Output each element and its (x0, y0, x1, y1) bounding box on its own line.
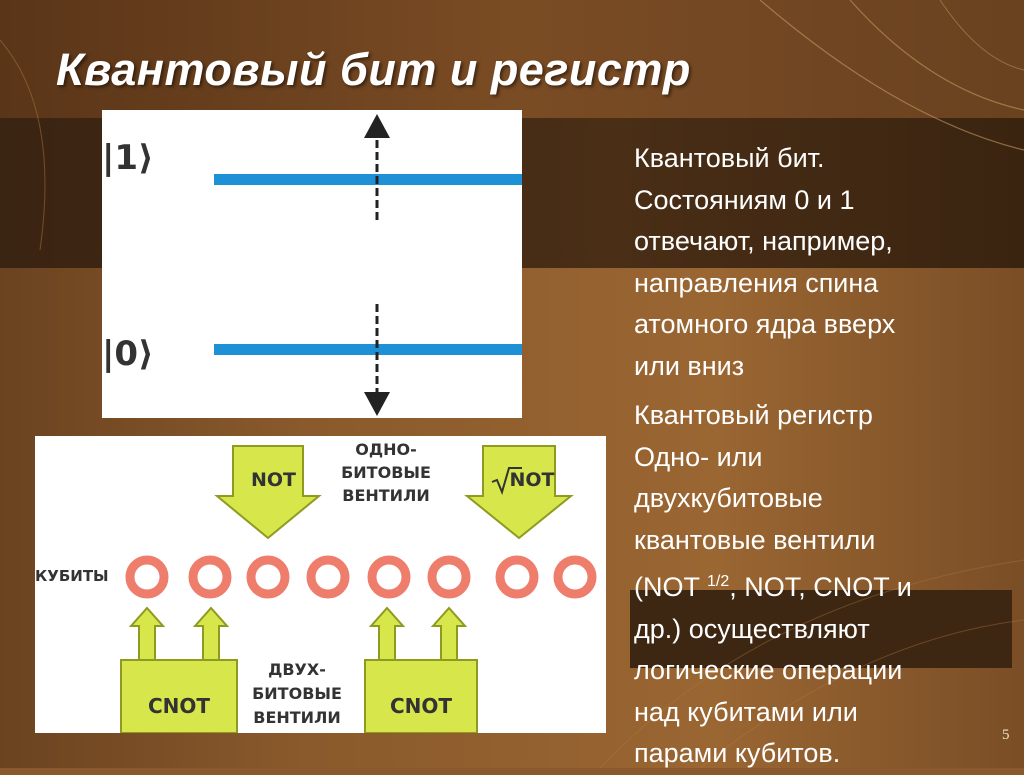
state-zero-label: |0⟩ (102, 334, 154, 374)
body-line: отвечают, например, (634, 226, 893, 256)
sqrt-symbol (491, 467, 522, 495)
body-line: Состояниям 0 и 1 (634, 184, 855, 215)
title-band (0, 0, 1024, 118)
dark-accent-band (630, 590, 1012, 668)
body-line: Квантовый регистр (634, 400, 873, 430)
body-line: двухкубитовые (634, 483, 823, 513)
not-gate-arrow-1 (214, 445, 322, 540)
sqrt-not-gate-arrow (464, 445, 574, 540)
energy-levels-svg (214, 114, 522, 416)
paragraph-qubit: Квантовый бит. Состояниям 0 и 1 отвечают… (634, 138, 1014, 387)
body-line: атомного ядра вверх (634, 309, 896, 339)
body-line: Квантовый бит. (634, 143, 825, 173)
two-gate-caption-line3: ВЕНТИЛИ (253, 708, 341, 727)
superscript-half: 1/2 (707, 573, 730, 590)
qubit-levels-figure: |1⟩ |0⟩ (102, 110, 522, 418)
two-gate-caption-line2: БИТОВЫЕ (252, 684, 342, 703)
line-prefix: (NOT (634, 572, 707, 602)
not-gate-label-1: NOT (251, 469, 297, 491)
register-svg (120, 445, 597, 733)
body-line: др.) осуществляют (634, 613, 870, 644)
body-line: над кубитами или (634, 696, 858, 727)
cnot-label-2: CNOT (389, 694, 453, 718)
cnot-label-1: CNOT (147, 694, 211, 718)
paragraph-register: Квантовый регистр Одно- или двухкубитовы… (634, 395, 1014, 775)
spin-up-arrow (364, 114, 390, 222)
slide-title: Квантовый бит и регистр (56, 44, 691, 95)
cnot-gate-2 (364, 606, 478, 733)
two-gate-caption-line1: ДВУХ- (268, 660, 326, 679)
single-gate-caption-line3: ВЕНТИЛИ (342, 486, 430, 505)
line-suffix: , NOT, CNOT и (729, 572, 912, 602)
cnot-gate-1 (120, 606, 238, 733)
body-line: Одно- или (634, 441, 763, 472)
body-line: или вниз (634, 350, 745, 381)
body-line: квантовые вентили (634, 524, 876, 555)
slide-number: 5 (1002, 727, 1010, 743)
qubits-label: КУБИТЫ (35, 567, 109, 585)
body-line: логические операции (634, 655, 903, 685)
single-gate-caption: ОДНО- БИТОВЫЕ ВЕНТИЛИ (341, 438, 431, 507)
body-line: направления спина (634, 267, 879, 298)
qubit-rings (125, 555, 597, 599)
not-gate-label-2: NOT (509, 469, 555, 491)
upper-level-line (214, 174, 522, 185)
quantum-register-figure: NOT NOT ОДНО- БИТОВЫЕ ВЕНТИЛИ КУБИТЫ CNO… (35, 436, 606, 733)
single-gate-caption-line2: БИТОВЫЕ (341, 463, 431, 482)
single-gate-caption-line1: ОДНО- (355, 440, 417, 459)
body-text: Квантовый бит. Состояниям 0 и 1 отвечают… (634, 138, 1014, 775)
two-gate-caption: ДВУХ- БИТОВЫЕ ВЕНТИЛИ (249, 658, 345, 730)
lower-level-line (214, 344, 522, 355)
body-line: парами кубитов. (634, 738, 841, 768)
state-one-label: |1⟩ (102, 138, 154, 178)
spin-down-arrow (364, 304, 390, 416)
body-line-with-superscript: (NOT 1/2, NOT, CNOT и (634, 561, 1014, 609)
